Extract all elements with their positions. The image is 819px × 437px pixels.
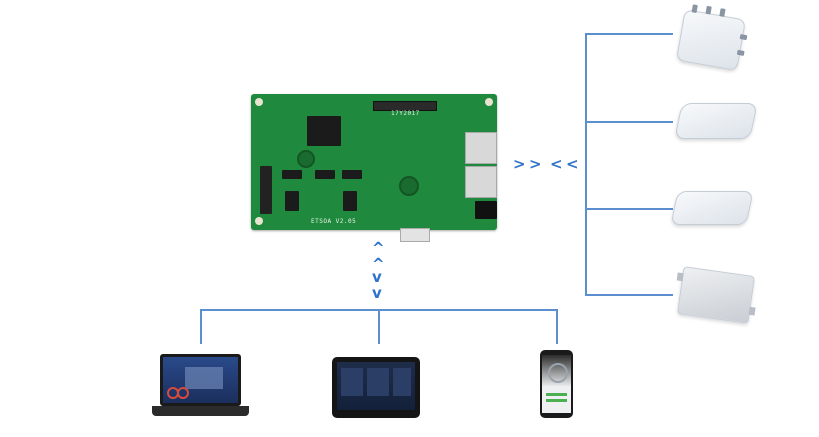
outdoor-ap-icon xyxy=(675,4,748,71)
status-bar xyxy=(546,393,567,396)
tablet-icon xyxy=(332,357,420,418)
phone-display xyxy=(542,355,571,413)
board-silk-top: 17Y2017 xyxy=(391,110,420,117)
laptop-base xyxy=(152,406,249,416)
mount-hole xyxy=(255,98,263,106)
antenna-connector xyxy=(691,4,698,14)
chevron-left-icon: < xyxy=(550,155,563,173)
chevron-left-icon: < xyxy=(566,155,579,173)
status-bar xyxy=(546,399,567,402)
mount-tab xyxy=(676,272,684,282)
chevron-up-icon: ^ xyxy=(372,255,385,273)
capacitor xyxy=(297,150,315,168)
ram-chip xyxy=(282,170,302,179)
pin-header xyxy=(260,166,272,214)
m2-slot xyxy=(373,101,437,111)
ap-branch-line-4 xyxy=(585,294,673,296)
flash-chip xyxy=(285,191,299,211)
smartphone-icon xyxy=(540,350,573,418)
soc-chip xyxy=(307,116,341,146)
chevron-down-icon: v xyxy=(372,268,382,286)
dc-power-jack xyxy=(475,201,497,219)
tablet-display xyxy=(337,362,415,410)
ram-chip xyxy=(315,170,335,179)
board-silk-bottom: ETSOA V2.05 xyxy=(311,218,357,225)
chevron-up-icon: ^ xyxy=(372,239,385,257)
antenna-connector xyxy=(736,49,745,56)
gauge-dial xyxy=(548,363,568,383)
client-branch-laptop-line xyxy=(200,309,202,344)
ceiling-ap-icon xyxy=(674,103,758,139)
ethernet-port xyxy=(465,166,497,198)
ram-chip xyxy=(342,170,362,179)
chevron-right-icon: > xyxy=(529,155,542,173)
ethernet-port xyxy=(465,132,497,164)
client-branch-phone-line xyxy=(556,309,558,344)
chevron-right-icon: > xyxy=(513,155,526,173)
usb-port xyxy=(400,228,430,242)
ap-branch-line-2 xyxy=(585,121,673,123)
dashboard-panel xyxy=(393,368,411,396)
antenna-connector xyxy=(719,8,726,17)
mount-tab xyxy=(748,306,756,316)
ap-branch-line-1 xyxy=(585,33,673,35)
antenna-connector xyxy=(739,34,748,41)
mount-hole xyxy=(255,217,263,225)
laptop-display xyxy=(163,357,238,403)
router-board: 17Y2017 ETSOA V2.05 xyxy=(251,94,497,230)
laptop-icon xyxy=(160,354,241,406)
mount-hole xyxy=(485,98,493,106)
wall-ap-icon xyxy=(670,191,754,225)
antenna-connector xyxy=(705,5,712,15)
rugged-ap-icon xyxy=(676,266,756,324)
dashboard-panel xyxy=(367,368,389,396)
gauge-mark xyxy=(177,387,189,399)
capacitor xyxy=(399,176,419,196)
client-branch-tablet-line xyxy=(378,309,380,344)
ap-branch-line-3 xyxy=(585,208,673,210)
dashboard-map xyxy=(185,367,223,389)
ap-bus-vertical-line xyxy=(585,33,587,296)
flash-chip xyxy=(343,191,357,211)
chevron-down-icon: v xyxy=(372,284,382,302)
dashboard-panel xyxy=(341,368,363,396)
